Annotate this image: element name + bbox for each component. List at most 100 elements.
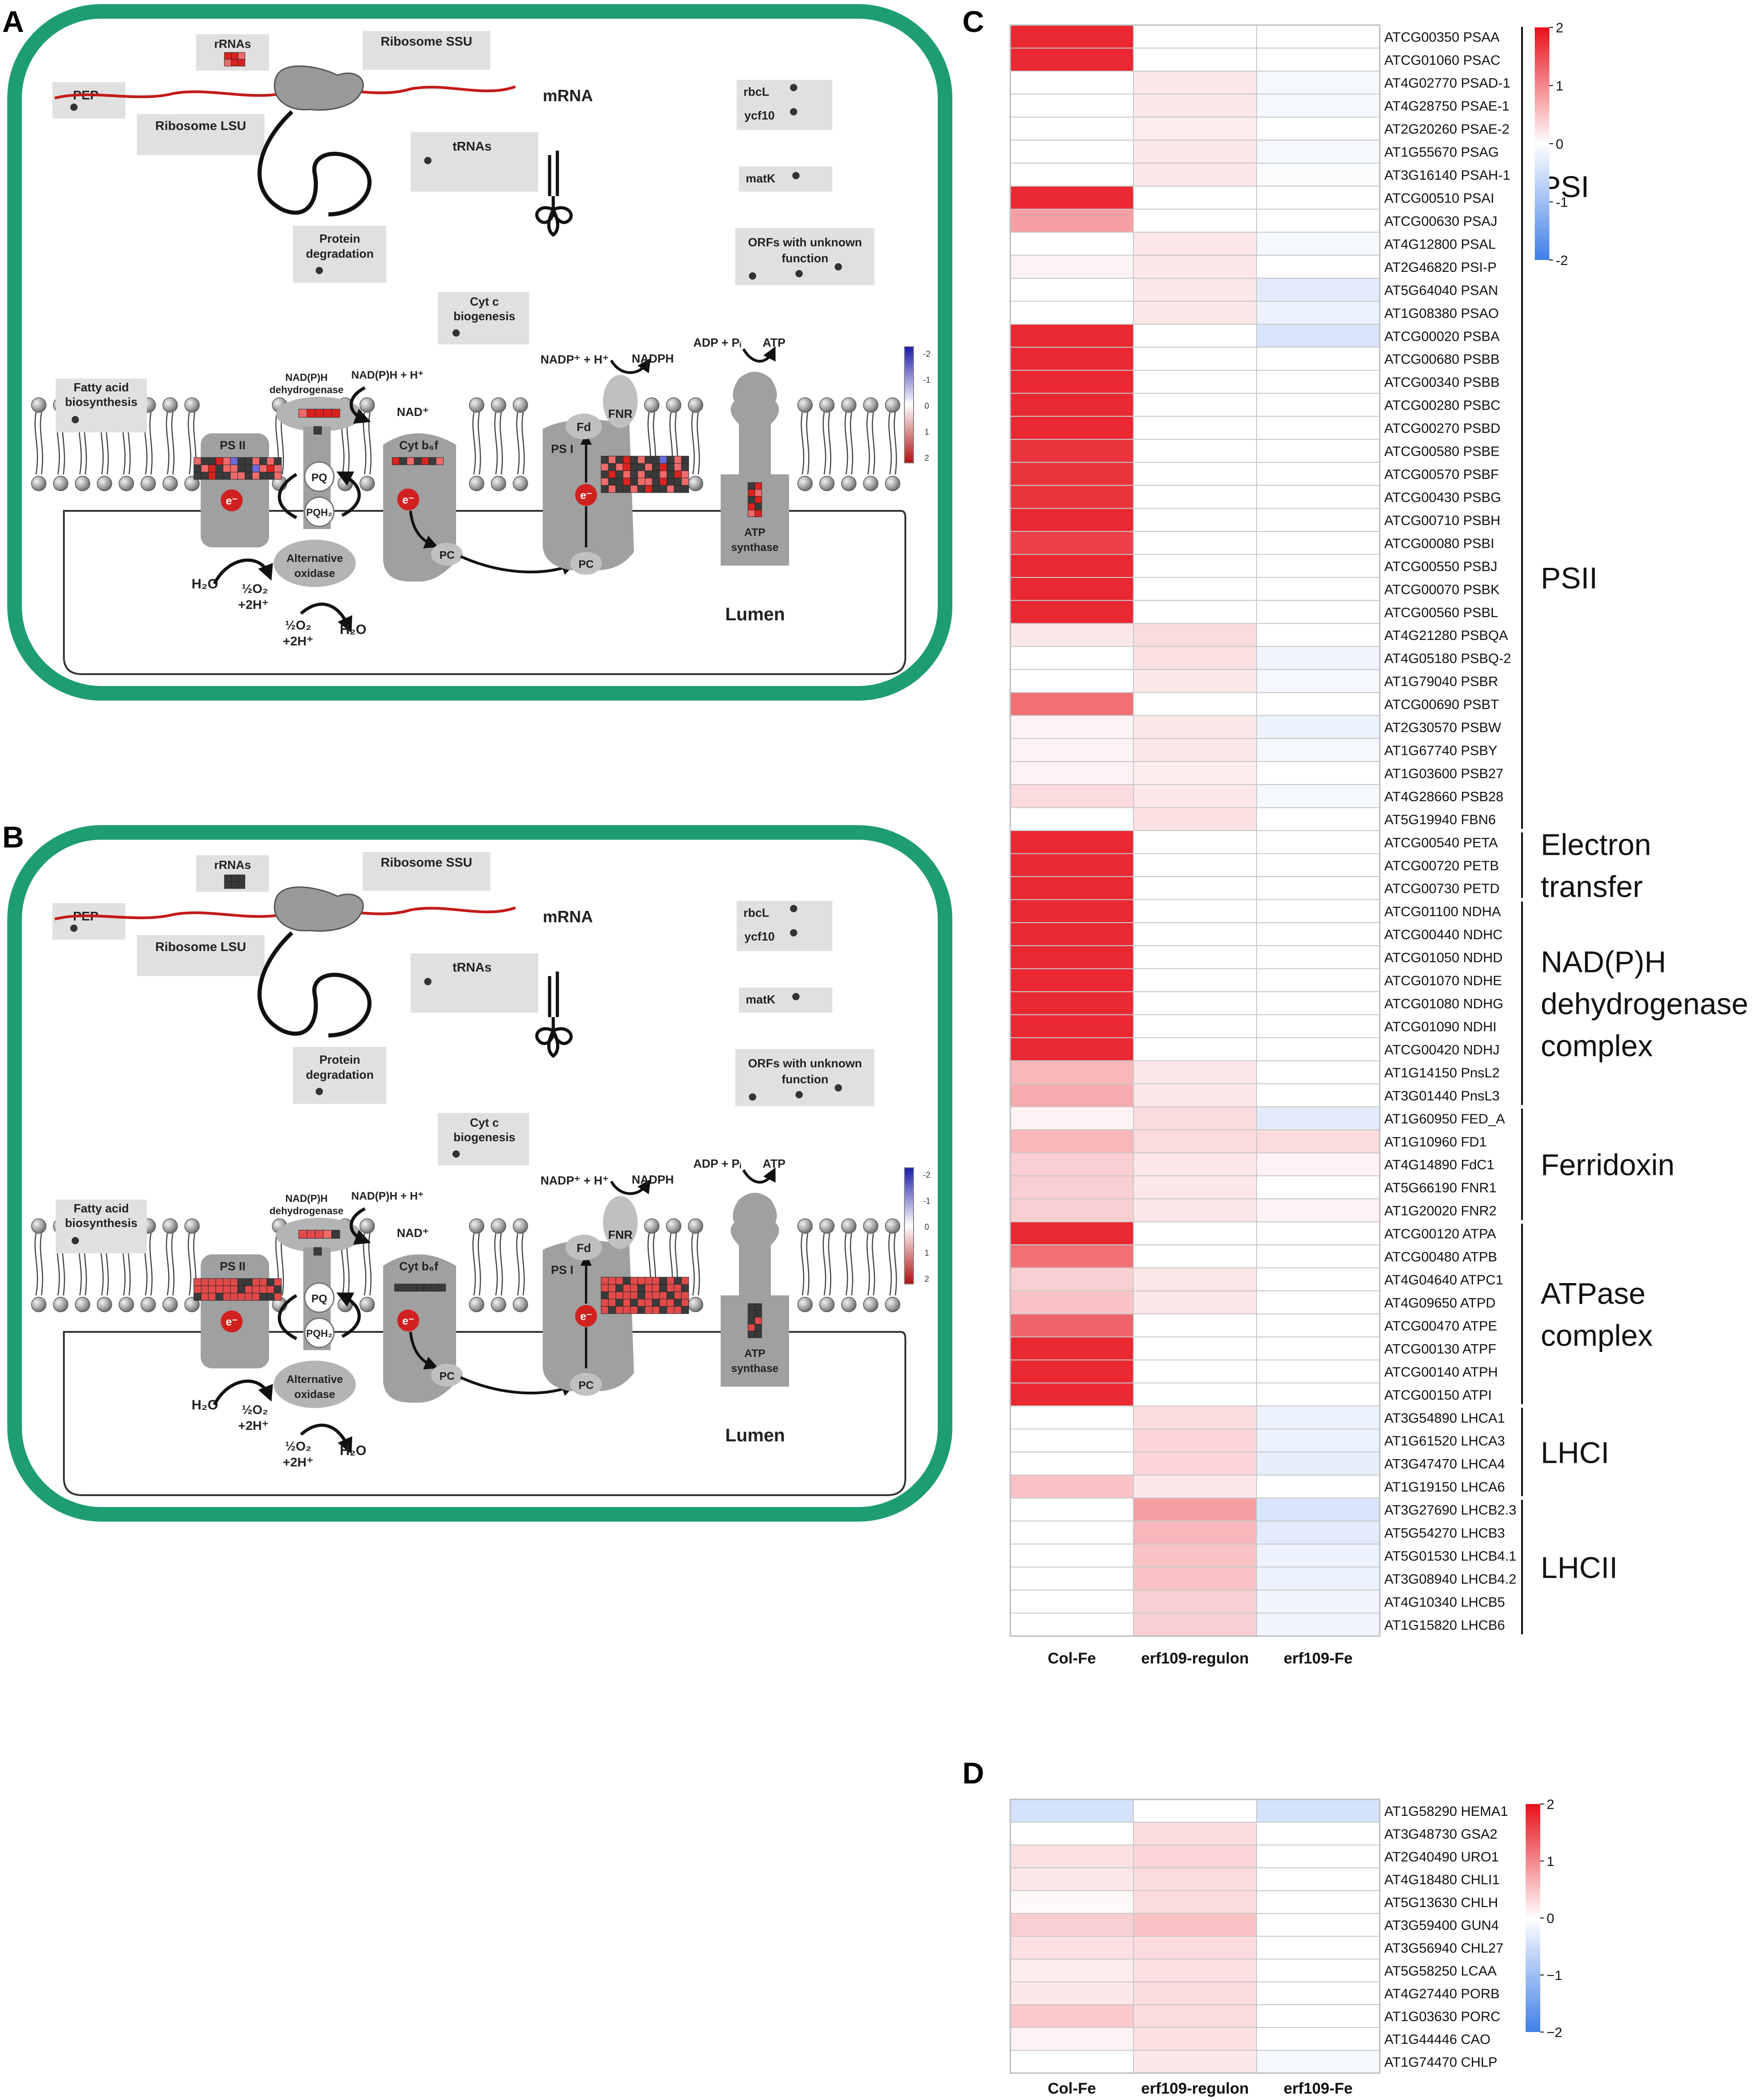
label-pc-1: PC <box>439 1370 454 1383</box>
mini-heatmap-cell <box>615 470 623 478</box>
label-cytc-1: Cyt c <box>470 295 499 308</box>
mini-heatmap-cell <box>224 874 232 882</box>
heatmap-cell <box>1010 255 1134 279</box>
panel-letter-b: B <box>2 820 24 854</box>
row-label: AT1G14150 PnsL2 <box>1384 1066 1500 1081</box>
heatmap-cell <box>1256 1845 1380 1868</box>
row-label: AT4G28660 PSB28 <box>1384 789 1503 804</box>
label-cytb6f: Cyt b₆f <box>399 438 438 452</box>
mini-heatmap-cell <box>244 472 253 480</box>
mini-heatmap-cell <box>608 470 616 478</box>
mini-heatmap-cell <box>666 470 675 478</box>
heatmap-cell <box>1133 876 1257 900</box>
row-label: AT4G10340 LHCB5 <box>1384 1595 1505 1610</box>
row-label: ATCG00340 PSBB <box>1384 375 1500 390</box>
mini-heatmap-cell <box>630 1291 638 1300</box>
heatmap-cell <box>1133 47 1257 72</box>
colorbar-tick-label: 0 <box>1556 137 1564 152</box>
lipid-tail <box>800 1233 810 1296</box>
mini-heatmap-cell <box>637 478 645 486</box>
lipid-head-bottom <box>491 476 506 491</box>
mini-heatmap-cell <box>674 1277 682 1285</box>
label-electron-cytb6f: e⁻ <box>402 494 414 506</box>
heatmap-cell <box>1256 1566 1380 1591</box>
lumen-outline <box>63 510 906 675</box>
mini-heatmap-cell <box>274 1293 282 1301</box>
arrow-cyt-to-pc <box>409 1331 439 1370</box>
box-trnas <box>410 132 538 192</box>
box-trnas <box>410 953 538 1013</box>
lipid-head-bottom <box>97 1297 112 1312</box>
heatmap-cell <box>1133 255 1257 279</box>
row-label: AT1G20020 FNR2 <box>1384 1204 1496 1219</box>
mini-heatmap-cell <box>748 1317 755 1325</box>
heatmap-cell <box>1256 25 1380 49</box>
heatmap-cell <box>1133 301 1257 325</box>
mini-heatmap-cell <box>259 1293 267 1301</box>
lipid-head-bottom <box>75 1297 90 1312</box>
arrow-atp-synthesis <box>742 346 776 363</box>
row-label: AT1G03630 PORC <box>1384 2009 1501 2024</box>
column-label: erf109-regulon <box>1141 2080 1249 2097</box>
heatmap-cell <box>1010 1175 1134 1200</box>
mini-heatmap-cell <box>659 470 667 478</box>
lipid-tail <box>691 1233 700 1296</box>
heatmap-cell <box>1256 140 1380 164</box>
mini-heatmap-cell <box>630 463 638 471</box>
heatmap-cell <box>1133 2050 1257 2074</box>
mini-heatmap-cell <box>754 496 762 504</box>
label-atp-syn-1: ATP <box>744 1347 765 1360</box>
mini-heatmap-cell <box>623 1284 631 1292</box>
colorbar-tick-label: 1 <box>1547 1854 1554 1869</box>
mini-heatmap-cell <box>748 1324 755 1331</box>
row-label: AT1G15820 LHCB6 <box>1384 1618 1505 1633</box>
heatmap-cell <box>1010 922 1134 946</box>
mini-heatmap-cell <box>623 470 631 478</box>
row-label: AT2G40490 URO1 <box>1384 1850 1499 1865</box>
mini-heatmap-cytb6f <box>394 1284 446 1292</box>
heatmap-cell <box>1010 669 1134 693</box>
label-electron-cytb6f: e⁻ <box>402 1315 414 1327</box>
heatmap-cell <box>1010 186 1134 210</box>
mini-heatmap-cell <box>223 464 231 473</box>
dot-ycf10 <box>790 108 797 115</box>
heatmap-cell <box>1133 208 1257 233</box>
heatmap-cell <box>1133 784 1257 808</box>
heatmap-cell <box>1133 186 1257 210</box>
mini-heatmap-cell <box>615 1277 623 1285</box>
mini-heatmap-cell <box>630 456 638 464</box>
mini-heatmap-cell <box>652 463 660 471</box>
heatmap-cell <box>1010 1359 1134 1383</box>
lipid-head-bottom <box>162 476 178 491</box>
heatmap-cell <box>1256 738 1380 762</box>
box-fatty-acid <box>56 1200 147 1253</box>
pqh2-circle <box>304 1317 335 1348</box>
lipid-head-bottom <box>140 1297 156 1312</box>
mini-heatmap-cell <box>230 1285 238 1294</box>
dot-orfs-2 <box>795 270 803 277</box>
mini-heatmap-ps1 <box>601 1277 689 1314</box>
heatmap-cell <box>1256 945 1380 969</box>
label-half-o2-b2: +2H⁺ <box>283 1455 313 1469</box>
heatmap-cell <box>1010 462 1134 486</box>
heatmap-cell <box>1010 1152 1134 1176</box>
heatmap-cell <box>1133 1474 1257 1499</box>
mini-heatmap-cell <box>259 464 267 473</box>
mini-heatmap-ndh <box>298 1230 340 1239</box>
lipid-tail <box>516 1233 525 1296</box>
heatmap-cell <box>1010 162 1134 187</box>
mini-heatmap-cell <box>223 1285 231 1294</box>
mini-heatmap-cell <box>266 1285 275 1294</box>
heatmap-cell <box>1010 301 1134 325</box>
mini-heatmap-cell <box>608 1277 616 1285</box>
dot-matk <box>792 993 800 1000</box>
arrow-cyt-to-pc <box>409 510 439 549</box>
mini-heatmap-cell <box>601 470 609 478</box>
heatmap-cell <box>1133 1590 1257 1614</box>
mini-heatmap-cell <box>681 456 689 464</box>
lipid-head-bottom <box>885 476 900 491</box>
heatmap-cell <box>1256 1890 1380 1914</box>
mini-heatmap-cell <box>307 409 316 418</box>
mini-heatmap-cell <box>623 1291 631 1300</box>
heatmap-cell <box>1133 232 1257 256</box>
